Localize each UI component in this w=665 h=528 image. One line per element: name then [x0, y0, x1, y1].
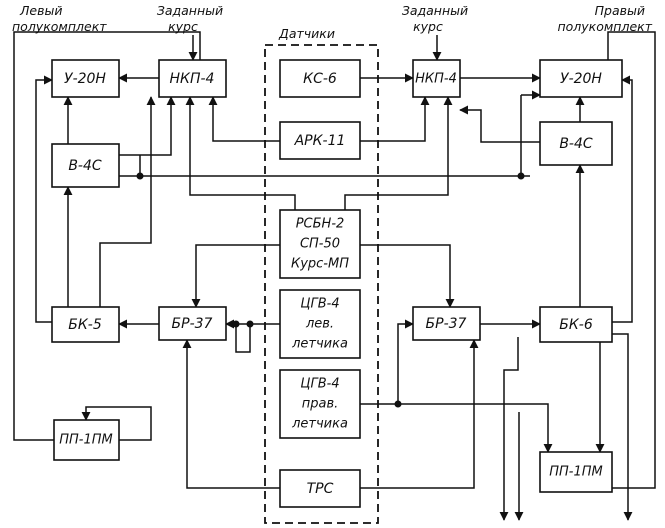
block-ks6: КС-6	[279, 59, 361, 98]
block-label: БР-37	[426, 316, 467, 332]
set-course-left-caption-1: Заданный	[157, 3, 223, 18]
connection-lines	[13, 31, 656, 521]
block-label-line-1: ЦГВ-4	[300, 297, 339, 312]
block-label: БК-5	[68, 317, 102, 333]
block-label-line-3: летчика	[291, 337, 348, 352]
junction-dot	[136, 172, 144, 180]
block-label: НКП-4	[415, 72, 457, 87]
left-half-caption-2: полукомплект	[12, 19, 107, 34]
left-half-caption-1: Левый	[19, 3, 62, 18]
block-u20n-left: У-20Н	[51, 59, 120, 98]
block-label-line-2: прав.	[302, 397, 339, 412]
right-half-caption-2: полукомплект	[557, 19, 652, 34]
block-label-line-1: ЦГВ-4	[300, 377, 339, 392]
block-v4s-right: В-4С	[539, 121, 613, 166]
block-nkp4-left: НКП-4	[158, 59, 227, 98]
block-pp1pm-right: ПП-1ПМ	[539, 451, 613, 493]
block-label-line-2: СП-50	[300, 237, 340, 252]
block-u20n-right: У-20Н	[539, 59, 623, 98]
block-label: ПП-1ПМ	[549, 465, 603, 480]
junction-dot	[517, 172, 525, 180]
block-v4s-left: В-4С	[51, 143, 120, 188]
junction-dots	[136, 172, 525, 408]
block-label-line-3: Курс-МП	[291, 257, 349, 272]
block-label: В-4С	[559, 136, 593, 152]
sensors-caption: Датчики	[278, 26, 335, 41]
block-label: У-20Н	[64, 71, 106, 87]
block-label: У-20Н	[560, 71, 602, 87]
block-label-line-1: РСБН-2	[296, 217, 345, 232]
block-bk5: БК-5	[51, 306, 120, 343]
block-br37-right: БР-37	[412, 306, 481, 341]
right-half-caption-1: Правый	[595, 3, 645, 18]
junction-dot	[232, 320, 240, 328]
block-label: АРК-11	[294, 133, 346, 149]
block-label: БР-37	[172, 316, 213, 332]
junction-dot	[394, 400, 402, 408]
junction-dot	[246, 320, 254, 328]
block-nkp4-right: НКП-4	[412, 59, 461, 98]
set-course-right-caption-1: Заданный	[402, 3, 468, 18]
block-tsgv4-left: ЦГВ-4 лев. летчика	[279, 289, 361, 359]
block-label: БК-6	[559, 317, 593, 333]
block-pp1pm-left: ПП-1ПМ	[53, 419, 120, 461]
sensors-group-frame	[264, 44, 379, 524]
set-course-right-caption-2: курс	[413, 19, 443, 34]
block-br37-left: БР-37	[158, 306, 227, 341]
block-label-line-2: лев.	[305, 317, 334, 332]
block-tsgv4-right: ЦГВ-4 прав. летчика	[279, 369, 361, 439]
block-rsbn-sp50-kurs: РСБН-2 СП-50 Курс-МП	[279, 209, 361, 279]
block-label: КС-6	[303, 71, 337, 87]
block-label-line-3: летчика	[291, 417, 348, 432]
block-label: В-4С	[68, 158, 102, 174]
block-trs: ТРС	[279, 469, 361, 508]
block-label: НКП-4	[170, 71, 215, 87]
set-course-left-caption-2: курс	[168, 19, 198, 34]
block-label: ПП-1ПМ	[59, 433, 113, 448]
block-ark11: АРК-11	[279, 121, 361, 160]
blocks: У-20Н НКП-4 КС-6 НКП-4 У-20Н АРК-11 В-4С	[51, 59, 623, 508]
block-label: ТРС	[307, 481, 334, 497]
block-bk6: БК-6	[539, 306, 613, 343]
captions: Левый полукомплект Заданный курс Датчики…	[12, 3, 653, 41]
